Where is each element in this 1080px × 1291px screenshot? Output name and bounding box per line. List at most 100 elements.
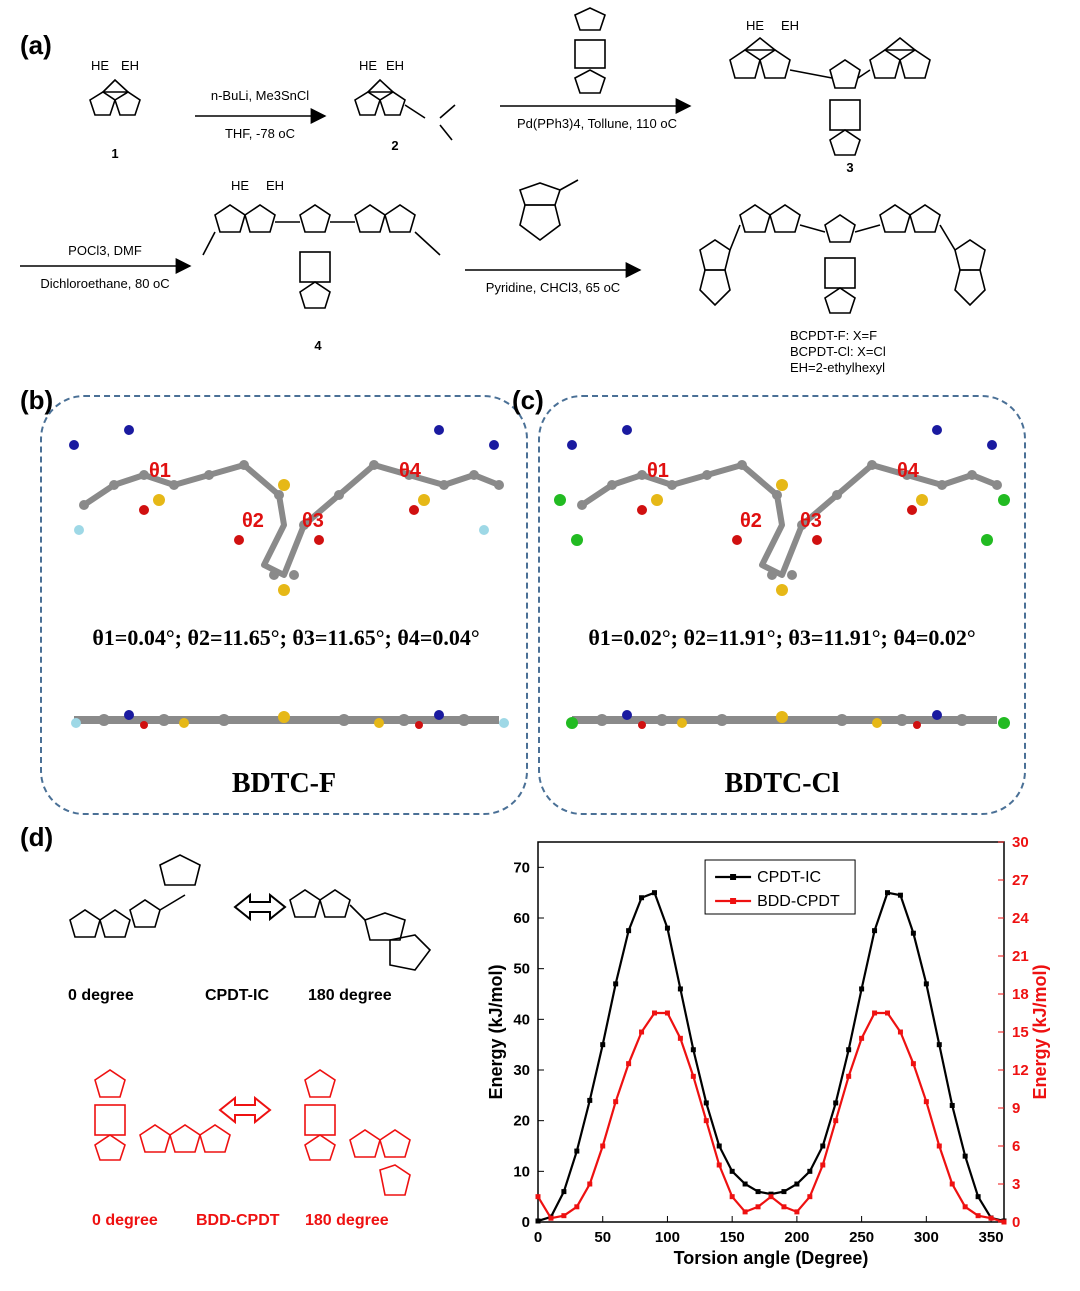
dibromo-bdd-structure bbox=[574, 7, 606, 94]
x-axis-label: Torsion angle (Degree) bbox=[674, 1248, 869, 1268]
legend-label-cpdt-ic: CPDT-IC bbox=[757, 869, 821, 886]
y-right-tick-label: 3 bbox=[1012, 1176, 1020, 1193]
data-point-bdd-cpdt bbox=[975, 1213, 981, 1219]
y-right-tick-label: 27 bbox=[1012, 872, 1029, 889]
step1-reagents: n-BuLi, Me3SnCl bbox=[211, 88, 309, 103]
data-point-cpdt-ic bbox=[949, 1102, 955, 1108]
data-point-cpdt-ic bbox=[587, 1097, 593, 1103]
data-point-cpdt-ic bbox=[664, 925, 670, 931]
data-point-cpdt-ic bbox=[600, 1042, 606, 1048]
data-point-bdd-cpdt bbox=[859, 1035, 865, 1041]
data-point-bdd-cpdt bbox=[587, 1181, 593, 1187]
data-point-bdd-cpdt bbox=[716, 1162, 722, 1168]
bdd-cpdt-rotamers bbox=[94, 1069, 411, 1196]
y-left-tick-label: 60 bbox=[513, 910, 530, 927]
angles-b: θ1=0.04°; θ2=11.65°; θ3=11.65°; θ4=0.04° bbox=[92, 625, 480, 650]
data-point-cpdt-ic bbox=[652, 890, 657, 896]
bcpdt-product-structure bbox=[699, 204, 986, 314]
y-right-tick-label: 6 bbox=[1012, 1138, 1020, 1155]
data-point-cpdt-ic bbox=[846, 1047, 852, 1053]
panel-label-d: (d) bbox=[20, 822, 54, 852]
y-left-tick-label: 0 bbox=[522, 1214, 530, 1231]
cpdt-ic-180-degree: 180 degree bbox=[308, 987, 392, 1004]
data-point-cpdt-ic bbox=[703, 1100, 709, 1106]
data-point-cpdt-ic bbox=[794, 1181, 800, 1187]
data-point-bdd-cpdt bbox=[962, 1204, 968, 1210]
compound-4-structure bbox=[202, 204, 441, 309]
y-left-tick-label: 20 bbox=[513, 1113, 530, 1130]
legend-label-bdd-cpdt: BDD-CPDT bbox=[757, 893, 840, 910]
theta3-label-b: θ3 bbox=[302, 510, 324, 532]
data-point-cpdt-ic bbox=[820, 1143, 826, 1149]
legend-box bbox=[704, 859, 856, 915]
data-point-bdd-cpdt bbox=[742, 1209, 748, 1215]
x-tick-label: 50 bbox=[594, 1229, 611, 1246]
data-point-cpdt-ic bbox=[936, 1042, 942, 1048]
y-left-tick-label: 70 bbox=[513, 859, 530, 876]
molecule-name-b: BDTC-F bbox=[231, 768, 337, 799]
data-point-bdd-cpdt bbox=[846, 1073, 852, 1079]
x-tick-label: 150 bbox=[720, 1229, 745, 1246]
compound-3-structure bbox=[729, 36, 931, 156]
data-point-bdd-cpdt bbox=[833, 1118, 839, 1124]
bdtc-cl-model: θ1 θ2 θ3 θ4 bbox=[554, 425, 1010, 729]
molecule-name-c: BDTC-Cl bbox=[724, 768, 840, 799]
y-right-tick-label: 15 bbox=[1012, 1024, 1029, 1041]
double-arrow-red bbox=[218, 1095, 272, 1125]
y-left-tick-label: 10 bbox=[513, 1163, 530, 1180]
step1-conditions: THF, -78 oC bbox=[225, 126, 295, 141]
theta1-label-c: θ1 bbox=[647, 460, 669, 482]
ic-acceptor-structure bbox=[518, 179, 579, 241]
data-point-bdd-cpdt bbox=[794, 1209, 800, 1215]
cpdt-ic-rotamers bbox=[69, 854, 432, 971]
y-left-axis-label: Energy (kJ/mol) bbox=[486, 964, 506, 1099]
data-point-cpdt-ic bbox=[690, 1047, 696, 1053]
compound-1-structure bbox=[89, 78, 141, 116]
y-right-tick-label: 21 bbox=[1012, 948, 1029, 965]
x-tick-label: 350 bbox=[979, 1229, 1004, 1246]
x-tick-label: 300 bbox=[914, 1229, 939, 1246]
data-point-bdd-cpdt bbox=[885, 1010, 890, 1016]
compound-2-structure bbox=[354, 78, 456, 141]
data-point-bdd-cpdt bbox=[600, 1143, 606, 1149]
compound-2-sub-he: HE bbox=[359, 58, 377, 73]
data-point-cpdt-ic bbox=[716, 1143, 722, 1149]
compound-3-label: 3 bbox=[846, 160, 853, 175]
data-point-cpdt-ic bbox=[626, 928, 632, 934]
bdtc-f-model: θ1 θ2 θ3 θ4 bbox=[69, 425, 509, 729]
data-point-cpdt-ic bbox=[807, 1168, 813, 1174]
compound-1-sub-he: HE bbox=[91, 58, 109, 73]
data-point-bdd-cpdt bbox=[703, 1118, 709, 1124]
theta3-label-c: θ3 bbox=[800, 510, 822, 532]
theta2-label-b: θ2 bbox=[242, 510, 264, 532]
x-tick-label: 200 bbox=[784, 1229, 809, 1246]
data-point-cpdt-ic bbox=[574, 1148, 580, 1154]
cpdt-ic-0-degree: 0 degree bbox=[68, 987, 134, 1004]
data-point-cpdt-ic bbox=[742, 1181, 748, 1187]
y-right-axis-label: Energy (kJ/mol) bbox=[1030, 964, 1050, 1099]
data-point-bdd-cpdt bbox=[652, 1010, 657, 1016]
data-point-cpdt-ic bbox=[639, 895, 645, 901]
compound-1-sub-eh: EH bbox=[121, 58, 139, 73]
data-point-cpdt-ic bbox=[833, 1100, 839, 1106]
legend-bcpdt-f: BCPDT-F: X=F bbox=[790, 328, 877, 343]
y-right-tick-label: 30 bbox=[1012, 834, 1029, 851]
series-line-bdd-cpdt bbox=[537, 1011, 1005, 1224]
panel-c-box bbox=[538, 395, 1026, 815]
data-point-cpdt-ic bbox=[962, 1153, 968, 1159]
data-point-bdd-cpdt bbox=[910, 1061, 916, 1067]
data-point-cpdt-ic bbox=[975, 1194, 981, 1200]
compound-4-sub-eh: EH bbox=[266, 178, 284, 193]
data-point-bdd-cpdt bbox=[768, 1194, 774, 1200]
legend-marker-bdd-cpdt bbox=[730, 898, 737, 904]
compound-2-sub-eh: EH bbox=[386, 58, 404, 73]
data-point-bdd-cpdt bbox=[690, 1073, 696, 1079]
step3-reagents: POCl3, DMF bbox=[68, 243, 142, 258]
data-point-bdd-cpdt bbox=[613, 1099, 619, 1105]
data-point-cpdt-ic bbox=[768, 1191, 774, 1197]
compound-3-sub-he: HE bbox=[746, 18, 764, 33]
compound-3-sub-eh: EH bbox=[781, 18, 799, 33]
angles-c: θ1=0.02°; θ2=11.91°; θ3=11.91°; θ4=0.02° bbox=[588, 625, 976, 650]
data-point-bdd-cpdt bbox=[664, 1010, 670, 1016]
series-line-cpdt-ic bbox=[537, 891, 1005, 1223]
